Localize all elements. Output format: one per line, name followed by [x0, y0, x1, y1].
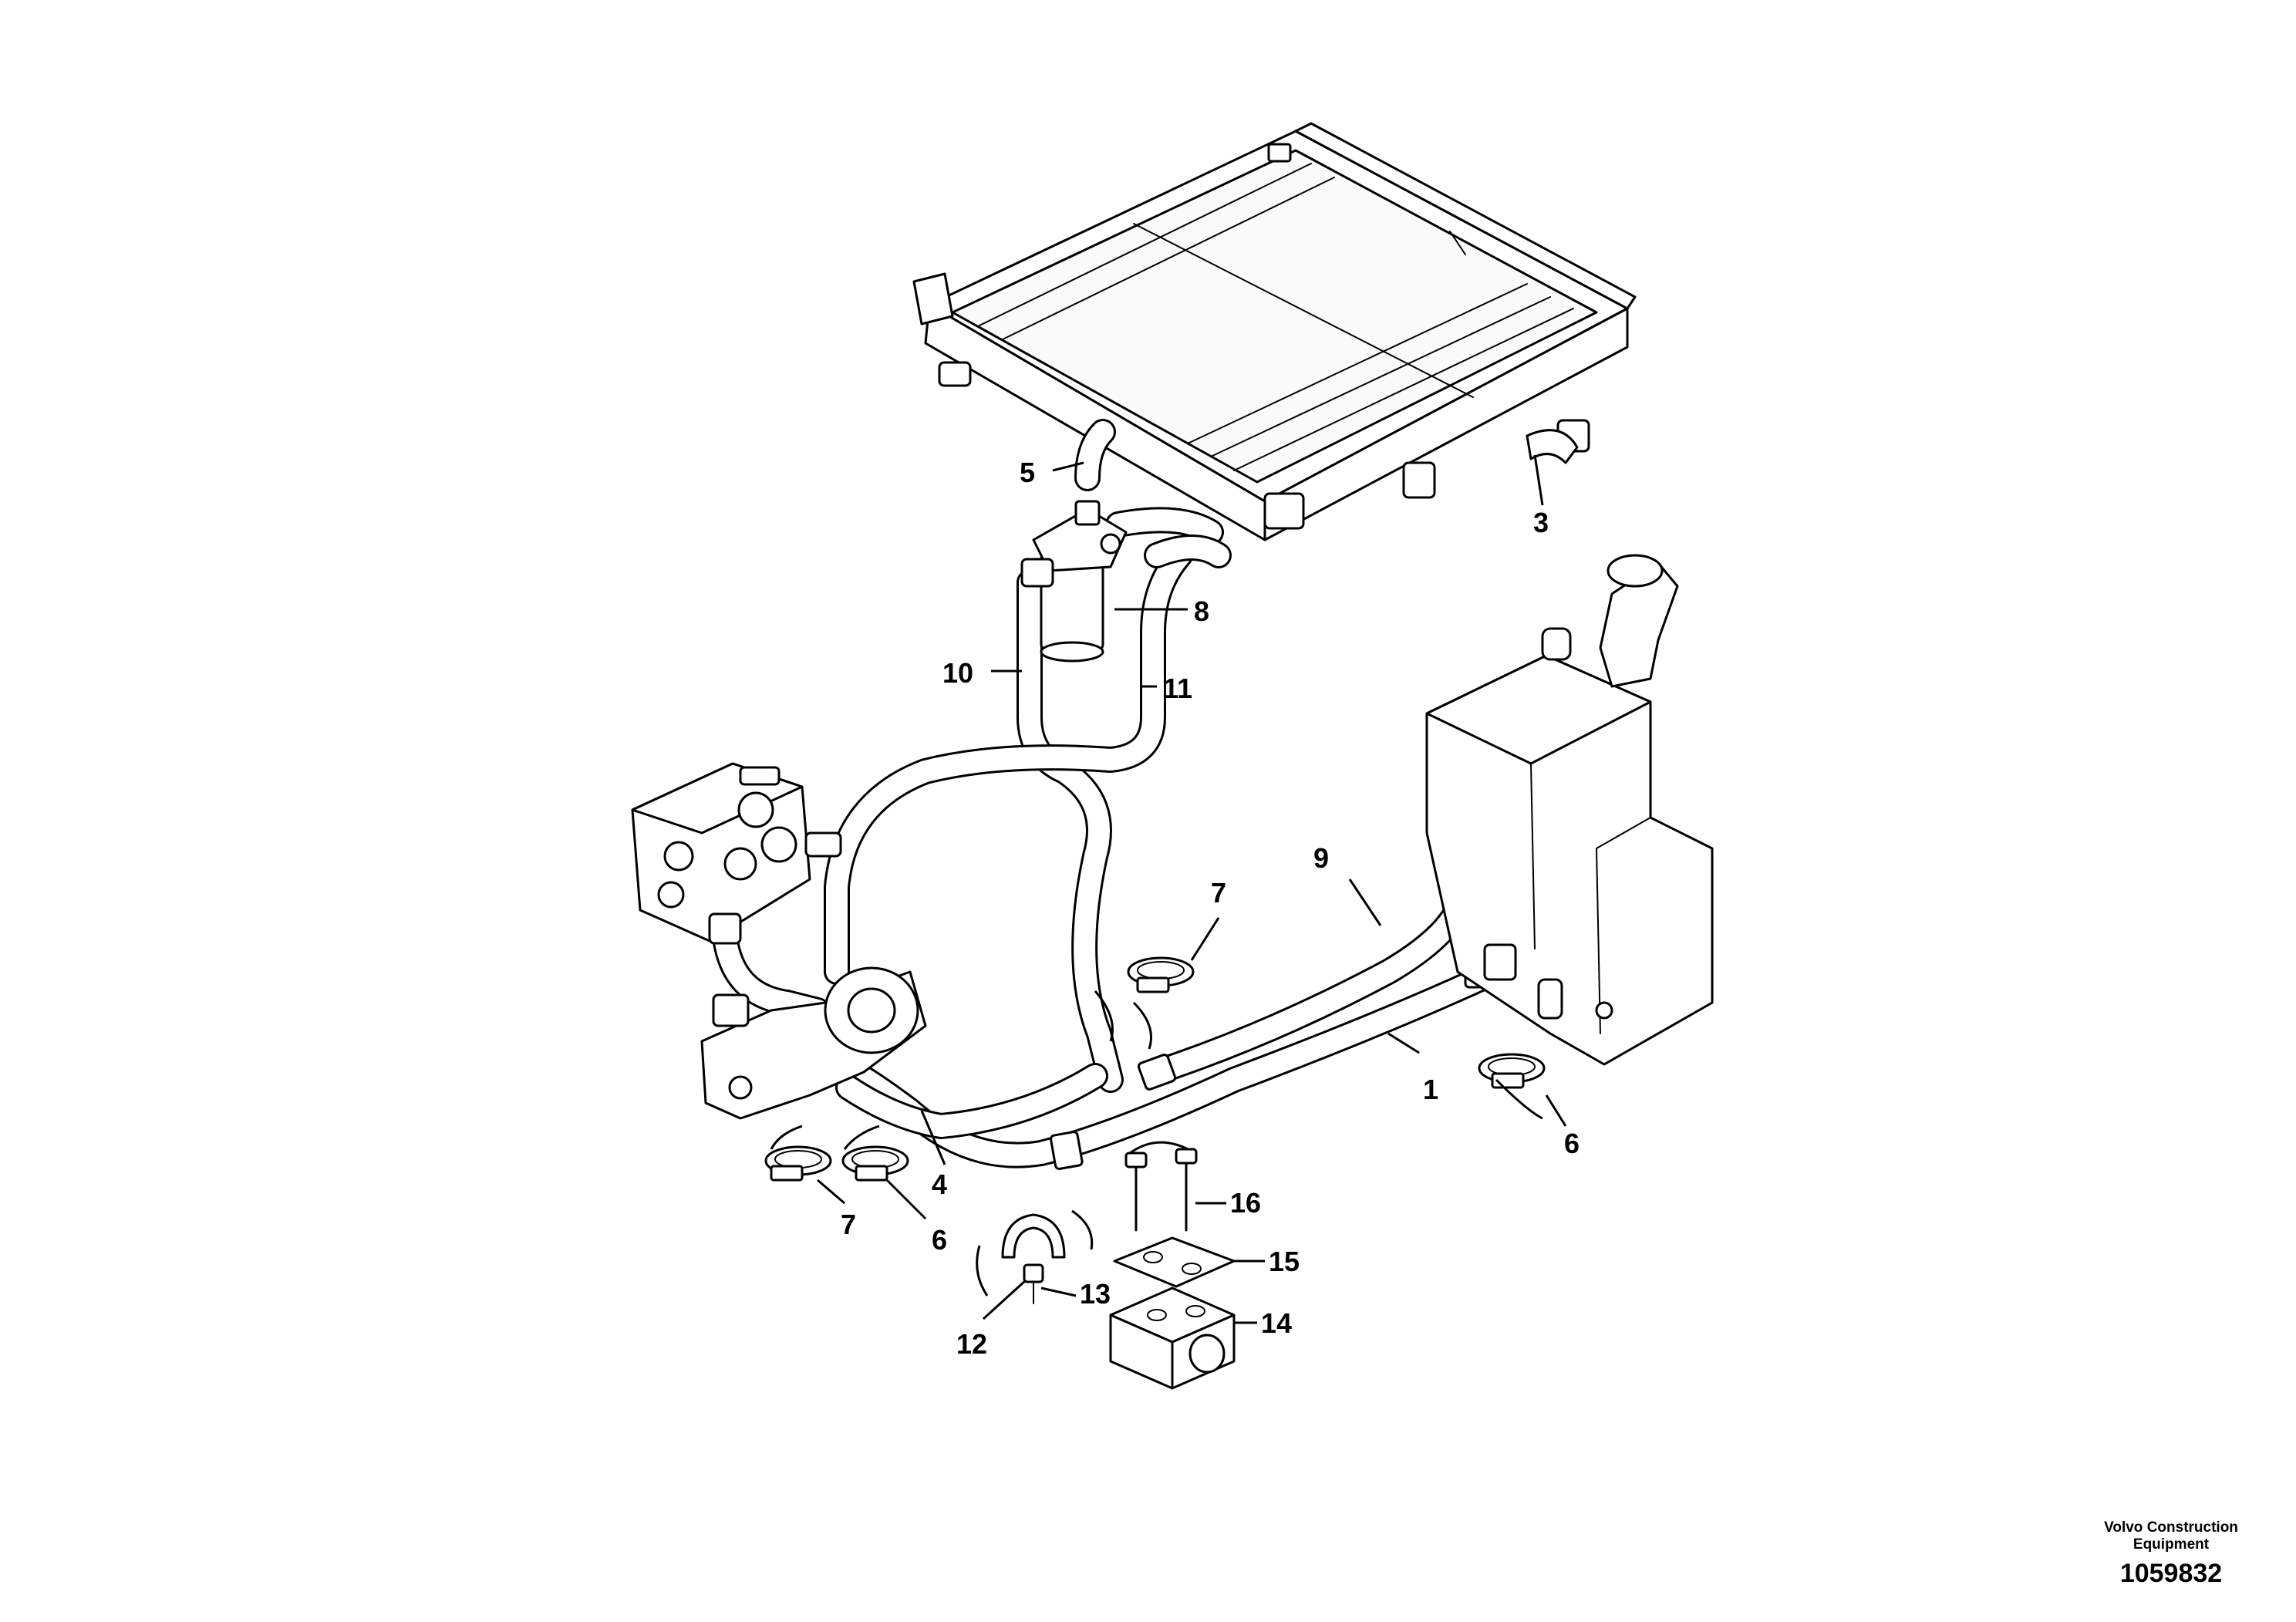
hose-clamp-6-right: [1478, 1053, 1546, 1089]
clamp-block: [1109, 1286, 1236, 1390]
callout-9: 9: [1313, 842, 1329, 874]
callout-12: 12: [956, 1328, 987, 1360]
brand-block: Volvo Construction Equipment 1059832: [2075, 1519, 2267, 1590]
callout-4: 4: [932, 1168, 947, 1200]
hydraulic-tank: [1425, 554, 1714, 1066]
cooler-fins: [979, 163, 1574, 471]
callout-15: 15: [1269, 1246, 1300, 1277]
callout-10: 10: [942, 657, 973, 689]
callout-7b: 7: [841, 1209, 856, 1240]
callout-1: 1: [1423, 1074, 1438, 1105]
callout-13: 13: [1080, 1278, 1111, 1310]
callout-leaders: [817, 454, 1567, 1324]
hydraulic-pump: [700, 966, 927, 1120]
hose-clamp-7-lower: [764, 1145, 832, 1182]
drawing-number: 1059832: [2119, 1559, 2223, 1588]
hose-clamp-6-lower: [841, 1145, 909, 1182]
callout-16: 16: [1230, 1187, 1261, 1219]
callout-14: 14: [1261, 1307, 1292, 1339]
callout-6b: 6: [932, 1224, 947, 1256]
callout-6a: 6: [1564, 1128, 1580, 1159]
hose-clamp-7-upper: [1127, 956, 1195, 993]
callout-7a: 7: [1211, 877, 1226, 909]
bolts: [1124, 1148, 1198, 1232]
hose-assembly: [712, 419, 1517, 1170]
filter-assembly: [1020, 500, 1128, 663]
brand-line1: Volvo Construction: [2104, 1519, 2238, 1536]
clamp-plate: [1113, 1236, 1236, 1288]
brand-line2: Equipment: [2132, 1536, 2210, 1553]
callout-11: 11: [1163, 673, 1192, 704]
callout-8: 8: [1194, 595, 1209, 627]
callout-5: 5: [1020, 457, 1035, 488]
saddle-clamp: [976, 1209, 1094, 1304]
callout-3: 3: [1533, 507, 1549, 538]
control-valve: [631, 762, 842, 945]
